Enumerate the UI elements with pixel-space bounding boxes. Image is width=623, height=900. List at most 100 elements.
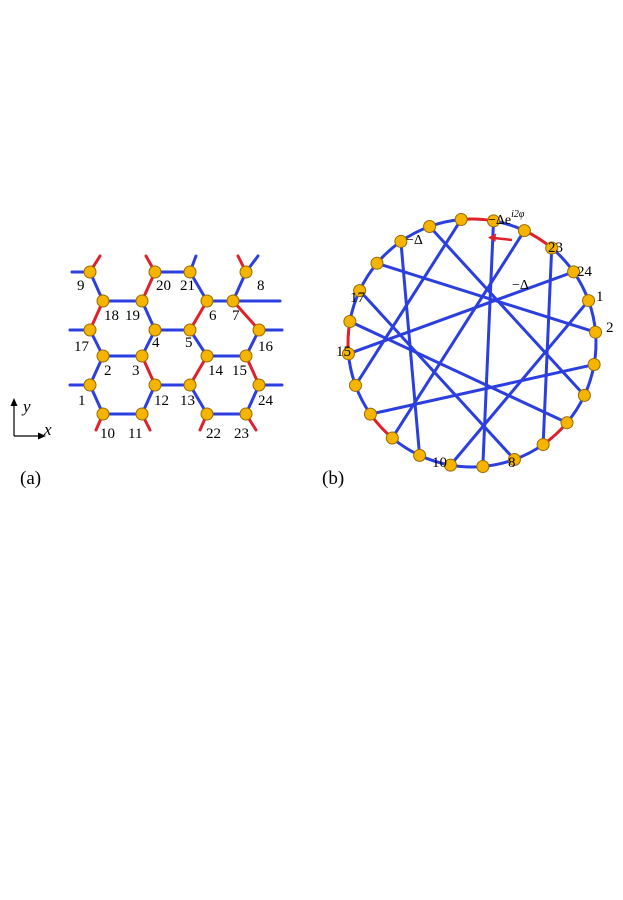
phase-direction-arrow [488,233,513,242]
lattice-site [135,349,149,363]
ring-site-label-15: 15 [336,344,351,360]
site-label-14: 14 [208,363,224,379]
site-label-11: 11 [128,426,142,442]
lattice-site [239,407,253,421]
site-label-22: 22 [206,426,221,442]
ring-site-labels: 23 24 1 2 17 15 10 8 [336,240,614,471]
delta-label-top: −Δ [406,233,423,248]
lattice-site [96,294,110,308]
phase-label: −Δei2φ [488,209,525,228]
pairing-bonds [88,254,261,432]
site-label-3: 3 [132,363,140,379]
ring-site [341,347,355,361]
lattice-site [252,323,266,337]
lattice-site [239,265,253,279]
panel-a-label: (a) [20,468,41,489]
ring-site [476,460,490,474]
site-label-9: 9 [77,278,85,294]
site-label-24: 24 [258,393,274,409]
ring-site-label-23: 23 [548,240,563,256]
long-range-bond [353,217,463,387]
ring-site [587,358,601,372]
x-axis-label: x [43,420,52,439]
ring-site [363,407,377,421]
ring-site [348,378,362,392]
ring-site [370,256,384,270]
lattice-site [135,294,149,308]
ring-site [353,284,367,298]
panel-b-label: (b) [322,468,344,489]
ring-site [567,265,581,279]
delta-label-right: −Δ [512,278,529,293]
ring-site [385,431,399,445]
site-label-15: 15 [232,363,247,379]
site-label-16: 16 [258,339,274,355]
lattice-site [239,349,253,363]
y-axis-label: y [21,397,31,416]
ring-site [577,388,591,402]
long-range-bond [368,363,596,416]
long-range-bond [390,229,526,440]
ring-site-label-1: 1 [596,289,604,305]
site-label-13: 13 [180,393,195,409]
lattice-site [183,378,197,392]
phase-arrow-line [493,236,513,242]
lattice-site [252,378,266,392]
lattice-site [183,323,197,337]
ring-site [517,224,531,238]
site-label-23: 23 [234,426,249,442]
site-label-7: 7 [232,308,240,324]
site-label-20: 20 [156,278,171,294]
ring-graph-panel: −Δei2φ −Δ −Δ 23 24 1 2 17 15 10 8 (b) [322,209,614,489]
long-range-bond [399,239,422,457]
ring-site [454,212,468,226]
long-range-bond [358,289,516,462]
site-label-17: 17 [74,339,90,355]
hopping-bonds [68,254,284,416]
site-label-4: 4 [152,335,160,351]
site-label-8: 8 [257,278,265,294]
ring-site [413,448,427,462]
lattice-site [148,323,162,337]
ring-site-label-10: 10 [432,455,447,471]
ring-site-label-8: 8 [508,455,516,471]
lattice-sites [83,265,266,421]
ring-site [582,294,596,308]
site-label-21: 21 [180,278,195,294]
ring-site [423,219,437,233]
lattice-site [96,349,110,363]
site-label-18: 18 [104,308,119,324]
site-label-19: 19 [125,308,140,324]
long-range-bond [448,299,591,467]
phase-label-exponent: i2φ [511,209,525,220]
site-label-1: 1 [78,393,86,409]
ring-site [507,453,521,467]
ring-sites [341,212,603,474]
site-labels: 9 20 21 8 18 19 6 7 17 4 5 16 2 3 14 15 … [74,278,274,442]
site-label-10: 10 [100,426,115,442]
lattice-site [96,407,110,421]
lattice-site [200,294,214,308]
ring-site [536,438,550,452]
lattice-site [226,294,240,308]
lattice-site [148,378,162,392]
coordinate-axes: y x [10,397,52,440]
y-axis-arrow-icon [10,398,18,406]
ring-site-label-17: 17 [350,290,366,306]
site-label-12: 12 [154,393,169,409]
ring-site [545,241,559,255]
lattice-site [83,265,97,279]
ring-site-label-2: 2 [606,320,614,336]
long-range-bond [375,261,598,334]
x-axis-arrow-icon [38,432,46,440]
lattice-site [83,323,97,337]
lattice-site [148,265,162,279]
ring-site [394,234,408,248]
ring-site [443,458,457,472]
lattice-site [135,407,149,421]
long-range-bond [428,224,586,397]
lattice-site [83,378,97,392]
phase-arrow-head-icon [488,233,496,242]
ring-site [589,325,603,339]
